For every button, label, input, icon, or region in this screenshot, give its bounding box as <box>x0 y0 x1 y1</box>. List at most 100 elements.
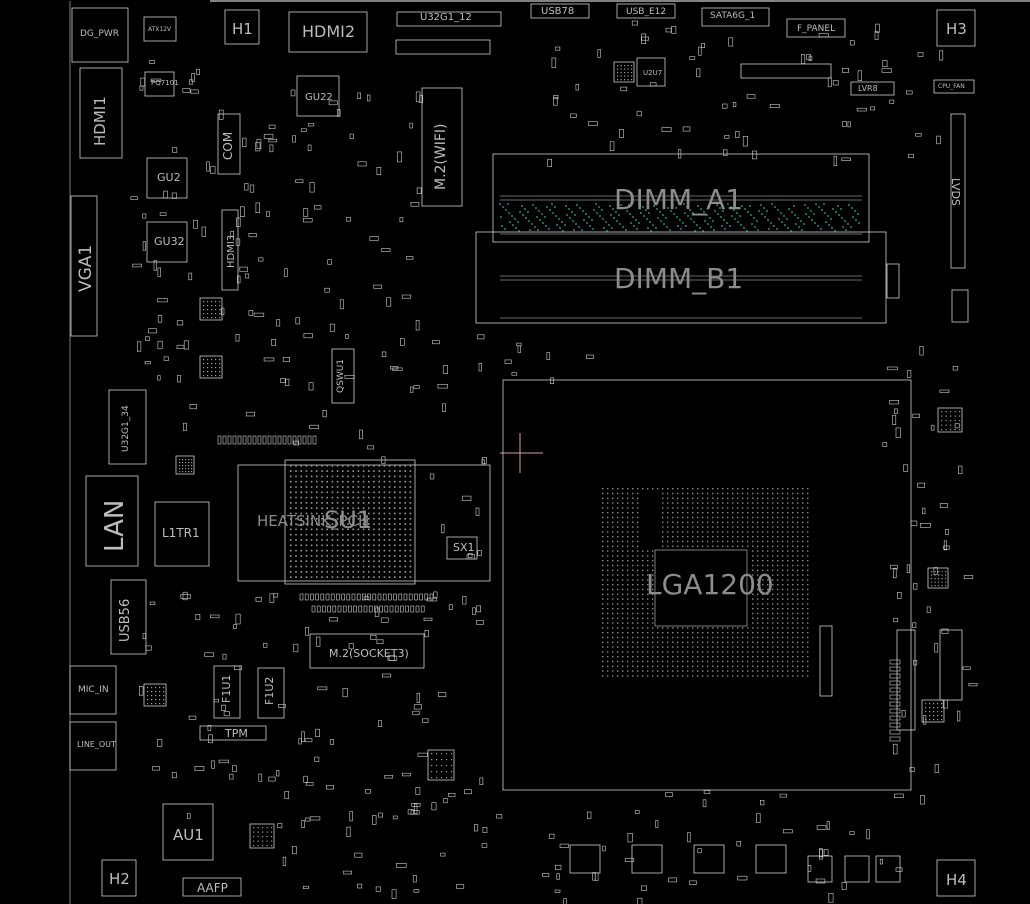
hdmi1-label[interactable]: HDMI1 <box>91 96 109 146</box>
cpu-fan-label[interactable]: CPU_FAN <box>938 83 965 90</box>
lga1200-label[interactable]: LGA1200 <box>646 568 774 601</box>
lga-pad <box>792 488 794 490</box>
lga-pad <box>797 536 799 538</box>
h4-label[interactable]: H4 <box>946 871 967 889</box>
hdmi2-label[interactable]: HDMI2 <box>302 22 356 41</box>
crosshair-cursor[interactable] <box>500 433 543 473</box>
h3-label[interactable]: H3 <box>946 20 967 38</box>
pch-ball <box>290 539 292 541</box>
pch-ball <box>316 533 318 536</box>
lga-pad <box>607 550 609 552</box>
lga-pad <box>782 636 784 639</box>
sx1-label[interactable]: SX1 <box>453 541 475 554</box>
lga-pad <box>602 516 604 519</box>
lga-pad <box>692 521 694 523</box>
chip-pad <box>959 420 961 422</box>
lga-pad <box>722 492 724 495</box>
u32g1-34-label[interactable]: U32G1_34 <box>121 405 131 452</box>
chip-pad <box>211 309 213 311</box>
usb56-label[interactable]: USB56 <box>118 598 133 642</box>
lga-pad <box>702 646 704 648</box>
m2-wifi-label[interactable]: M.2(WIFI) <box>433 123 449 190</box>
dimm-via <box>598 206 600 208</box>
dimm-via <box>838 214 840 216</box>
chip-pad <box>929 719 931 721</box>
dg-pwr-label[interactable]: DG_PWR <box>80 29 119 39</box>
pch-ball <box>388 512 391 515</box>
pq7101-label[interactable]: PQ7101 <box>151 79 179 87</box>
usb78-label[interactable]: USB78 <box>541 6 575 17</box>
dimm-b1-label[interactable]: DIMM_B1 <box>614 262 744 295</box>
lga-pad <box>712 646 714 648</box>
u2u7-label[interactable]: U2U7 <box>643 69 663 77</box>
lga-pad <box>737 526 739 528</box>
tpm-label[interactable]: TPM <box>225 727 248 740</box>
mic-in-label[interactable]: MIC_IN <box>78 685 109 695</box>
f1u1-label[interactable]: F1U1 <box>220 674 233 703</box>
passive-component <box>636 110 642 117</box>
lvr8-label[interactable]: LVR8 <box>858 84 878 93</box>
pch-ball <box>373 523 375 525</box>
dimm-a1-label[interactable]: DIMM_A1 <box>614 183 744 216</box>
lga-pad <box>642 588 644 591</box>
lvds-label[interactable]: LVDS <box>949 178 962 206</box>
chip-pad <box>266 827 268 829</box>
pch-ball <box>305 576 308 578</box>
pch-ball <box>326 480 328 483</box>
dimm-via <box>591 219 593 221</box>
m2-socket3-label[interactable]: M.2(SOCKET3) <box>329 647 409 660</box>
heatsink-pch-label[interactable]: HEATSINK_PCH <box>257 512 370 530</box>
pch-ball <box>383 512 386 515</box>
gu2-label[interactable]: GU2 <box>157 171 181 184</box>
h1-label[interactable]: H1 <box>232 20 253 38</box>
su1-label[interactable]: SU1 <box>324 506 373 534</box>
passive-component <box>342 688 348 698</box>
vga1-label[interactable]: VGA1 <box>76 244 96 292</box>
pch-ball <box>373 565 375 568</box>
usb-e12-label[interactable]: USB_E12 <box>626 7 667 17</box>
f-panel-label[interactable]: F_PANEL <box>797 24 836 34</box>
l1tr1-label[interactable]: L1TR1 <box>162 526 200 540</box>
lga-pad <box>667 632 669 634</box>
gu22-label[interactable]: GU22 <box>305 92 333 103</box>
lga-pad <box>767 536 769 538</box>
passive-component <box>384 774 394 779</box>
resistor-array <box>388 593 392 601</box>
resistor-array <box>394 605 399 613</box>
u32g1-12-label[interactable]: U32G1_12 <box>420 12 472 23</box>
passive-component <box>171 772 177 779</box>
lga-pad <box>612 612 614 615</box>
aafp-label[interactable]: AAFP <box>197 881 228 895</box>
chip-pad <box>954 415 956 417</box>
lga-pad <box>722 512 724 514</box>
pch-ball <box>373 518 375 520</box>
pch-ball <box>316 555 318 557</box>
passive-component <box>930 424 935 431</box>
au1-label[interactable]: AU1 <box>173 826 204 844</box>
passive-component <box>448 792 456 797</box>
sata6g-1-label[interactable]: SATA6G_1 <box>710 11 756 21</box>
lga-pad <box>797 574 799 576</box>
lga-pad <box>622 488 624 490</box>
lga-pad <box>622 675 624 677</box>
com-label[interactable]: COM <box>221 131 235 160</box>
hdmi3-label[interactable]: HDMI3 <box>226 234 237 268</box>
lan-label[interactable]: LAN <box>100 499 130 552</box>
atx12v-label[interactable]: ATX12V <box>148 26 172 33</box>
passive-component <box>424 629 429 638</box>
lga-pad <box>777 656 779 658</box>
f1u2-label[interactable]: F1U2 <box>263 676 276 705</box>
h2-label[interactable]: H2 <box>109 870 130 888</box>
lga-pad <box>777 603 779 605</box>
lga-pad <box>632 622 634 624</box>
qswu1-label[interactable]: QSWU1 <box>336 358 346 393</box>
lga-pad <box>807 516 809 519</box>
lga-pad <box>807 550 809 552</box>
pch-ball <box>362 470 365 472</box>
line-out-label[interactable]: LINE_OUT <box>77 740 116 749</box>
pch-ball <box>305 544 308 547</box>
gu32-label[interactable]: GU32 <box>154 235 185 248</box>
lga-pad <box>807 569 809 571</box>
lga-pad <box>707 531 709 533</box>
lga-pad <box>697 521 699 523</box>
